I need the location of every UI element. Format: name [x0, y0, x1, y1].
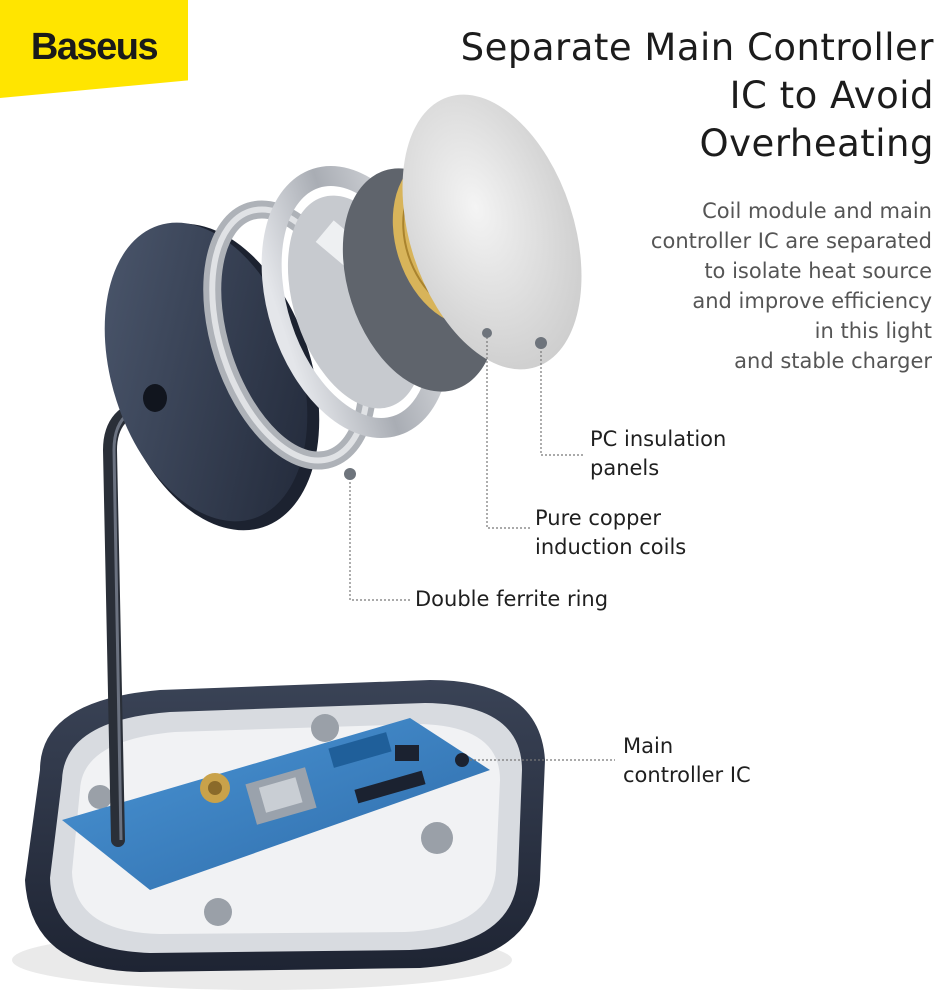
callout-text: panels	[590, 456, 660, 480]
callout-copper-coils: Pure copper induction coils	[535, 504, 686, 562]
callout-ferrite-ring: Double ferrite ring	[415, 585, 608, 614]
callout-text: induction coils	[535, 535, 687, 559]
callout-leaders	[349, 333, 615, 761]
headline-line: Overheating	[699, 122, 934, 165]
charger-disc	[104, 222, 320, 531]
headline-line: IC to Avoid	[729, 74, 934, 117]
brand-logo: Baseus	[0, 0, 188, 98]
callout-pc-insulation: PC insulation panels	[590, 425, 726, 483]
callout-controller-ic: Main controller IC	[623, 732, 751, 790]
description-line: and improve efficiency	[692, 289, 932, 313]
callout-text: Main	[623, 734, 674, 758]
insulation-panel	[402, 94, 582, 370]
headline: Separate Main Controller IC to Avoid Ove…	[414, 24, 934, 168]
callout-text: Double ferrite ring	[415, 587, 609, 611]
brand-logo-text: Baseus	[30, 26, 159, 68]
description-line: to isolate heat source	[704, 259, 932, 283]
callout-text: Pure copper	[535, 506, 661, 530]
description: Coil module and main controller IC are s…	[572, 196, 932, 376]
description-line: controller IC are separated	[650, 229, 932, 253]
headline-line: Separate Main Controller	[460, 26, 934, 69]
callout-text: controller IC	[623, 763, 751, 787]
description-line: and stable charger	[734, 349, 932, 373]
controller-pcb	[62, 718, 490, 890]
callout-text: PC insulation	[590, 427, 727, 451]
callout-dot-icon	[344, 328, 547, 480]
description-line: in this light	[814, 319, 932, 343]
description-line: Coil module and main	[702, 199, 932, 223]
